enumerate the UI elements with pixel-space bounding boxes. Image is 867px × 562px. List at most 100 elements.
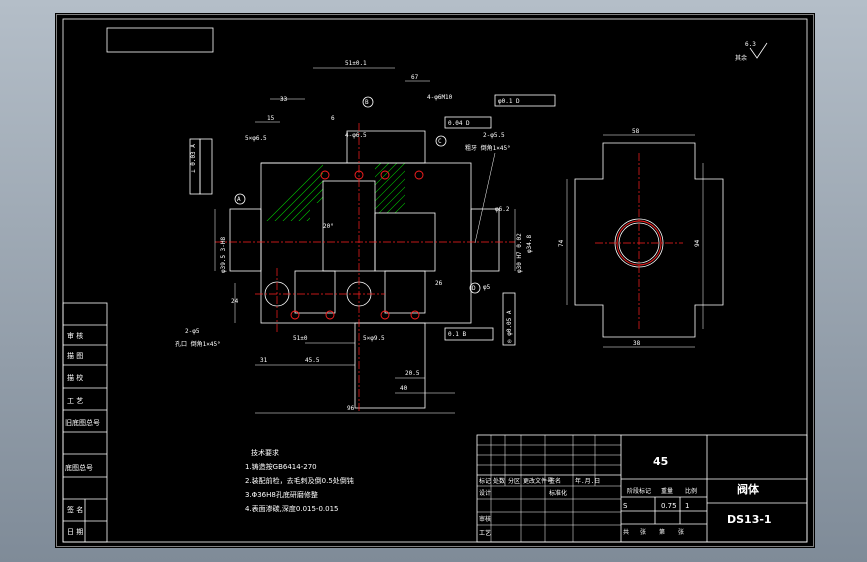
small-hole-3	[380, 170, 390, 180]
datum-c: C	[438, 138, 442, 145]
side-dim-right: φ30 H7 0.02	[516, 233, 523, 273]
drawing-sheet: 6.3 其余	[55, 13, 815, 548]
outer-border	[56, 14, 814, 547]
weight-label: 重量	[661, 487, 673, 495]
dim-20deg: 20°	[323, 223, 334, 230]
dim-51b: 51±0	[293, 335, 308, 342]
dim-31: 31	[260, 357, 268, 364]
left-strip: 审 核 描 图 描 校 工 艺 旧底图总号 底图总号 签 名 日 期	[62, 302, 108, 543]
dim-2m: 2-φ5.5	[483, 132, 505, 139]
hdr-date: 年.月.日	[575, 477, 600, 485]
surface-finish-top: 6.3	[745, 41, 756, 48]
dim-2-5: 2-φ5	[185, 328, 200, 335]
dimension-lines	[214, 67, 516, 414]
small-hole-5	[290, 310, 300, 320]
dim-67: 67	[411, 74, 419, 81]
strip-label-4: 工 艺	[67, 397, 83, 405]
title-block: 标记 处数 分区 更改文件号 签名 年.月.日 设计 审核 工艺 标准化 45 …	[476, 434, 808, 543]
tolerance-frame-perp: 0.1 B	[444, 327, 494, 341]
inner-border	[62, 18, 808, 543]
dim-5x: 5×φ6.5	[245, 135, 267, 142]
main-view: 51±0.1 67 33 15 6 5×φ6.5 4-φ6.5 4-φ6M10 …	[175, 60, 556, 414]
sheet-unit-2: 张	[678, 528, 684, 536]
tolerance-frame-left: ⊥ 0.03 A	[189, 138, 213, 195]
datum-circle-c	[435, 135, 447, 147]
dim-24: 24	[231, 298, 239, 305]
side-view-outline	[574, 142, 724, 338]
side-view: 58 74 94 38	[558, 128, 724, 348]
lower-pocket-right	[384, 270, 426, 314]
row-review: 审核	[479, 515, 491, 523]
pos-tolerance: φ0.1 D	[498, 98, 520, 105]
side-dim-38: 38	[633, 340, 641, 347]
technical-notes: 技术要求 1.铸造按GB6414-270 2.装配前检，去毛刺及倒0.5处倒钝 …	[245, 448, 354, 513]
dim-45: 45.5	[305, 357, 320, 364]
row-process: 工艺	[479, 529, 491, 537]
strip-label-7: 签 名	[67, 505, 83, 514]
perp-tolerance: 0.1 B	[448, 331, 466, 338]
tolerance-frame-top: φ0.1 D	[494, 94, 556, 107]
part-name: 阀体	[737, 482, 760, 496]
note-1: 1.铸造按GB6414-270	[245, 462, 317, 471]
strip-label-6: 底图总号	[65, 463, 93, 472]
note-2: 2.装配前检，去毛刺及倒0.5处倒钝	[245, 476, 354, 485]
small-hole-1	[320, 170, 330, 180]
dim-33: 33	[280, 96, 288, 103]
dim-96: 96	[347, 405, 355, 412]
surface-finish-symbol: 6.3 其余	[735, 41, 768, 62]
drawing-number: DS13-1	[727, 513, 772, 526]
dim-15: 15	[267, 115, 275, 122]
note-4: 4.表面渗碳,深度0.015-0.015	[245, 504, 339, 513]
top-left-label-box	[106, 27, 214, 53]
datum-circle-a	[234, 193, 246, 205]
small-hole-6	[325, 310, 335, 320]
std-label: 标准化	[549, 489, 567, 497]
strip-label-1: 审 核	[67, 331, 83, 340]
side-dim-74: 74	[558, 239, 565, 247]
left-boss	[229, 208, 262, 272]
dim-20-5: 20.5	[405, 370, 420, 377]
dim-26: 26	[435, 280, 443, 287]
right-tolerance-b: ◎ φ0.05 A	[506, 310, 513, 343]
small-hole-4	[414, 170, 424, 180]
thread-note: 粗牙 倒角1×45°	[465, 144, 511, 152]
left-tolerance-a: ⊥ 0.03 A	[190, 144, 197, 173]
small-hole-8	[410, 310, 420, 320]
side-dim-58: 58	[632, 128, 640, 135]
dim-5: φ5	[483, 284, 491, 291]
dim-4x: 4-φ6.5	[345, 132, 367, 139]
cad-drawing: 6.3 其余	[56, 14, 814, 547]
stage-label: 阶段标记	[627, 487, 651, 495]
sheet-unit-1: 张	[640, 528, 646, 536]
hdr-count: 处数	[493, 477, 505, 485]
scale-label: 比例	[685, 487, 697, 495]
dim-40: 40	[400, 385, 408, 392]
strip-label-5: 旧底图总号	[65, 418, 100, 427]
right-boss	[470, 208, 500, 272]
small-hole-7	[380, 310, 390, 320]
strip-label-2: 描 图	[67, 351, 83, 360]
tolerance-frame-flat: 0.04 D	[444, 116, 492, 129]
hdr-sign: 签名	[549, 477, 561, 485]
dim-5x2: 5×φ9.5	[363, 335, 385, 342]
sheet-total: 共	[623, 528, 629, 536]
hdr-zone: 分区	[508, 477, 520, 485]
strip-label-3: 描 校	[67, 373, 83, 382]
dim-34: φ34.8	[526, 235, 533, 253]
qty-value: 1	[685, 502, 689, 510]
datum-circle-b	[362, 96, 374, 108]
notes-title: 技术要求	[251, 448, 279, 457]
dim-6-2: φ6.2	[495, 206, 510, 213]
side-dim-94: 94	[694, 239, 701, 247]
lower-pocket-left	[294, 270, 336, 314]
body-outline-top	[261, 130, 426, 164]
hatch-pattern	[261, 163, 405, 221]
material: 45	[653, 455, 668, 468]
tolerance-frame-right: ◎ φ0.05 A	[502, 292, 516, 346]
datum-a: A	[237, 196, 241, 203]
note-3: 3.Φ36H8孔底研磨修整	[245, 490, 318, 499]
sheet-mark: S	[623, 502, 628, 510]
chamfer-note: 孔口 倒角1×45°	[175, 340, 221, 348]
flat-tolerance: 0.04 D	[448, 120, 470, 127]
hatch-lines	[261, 163, 405, 221]
